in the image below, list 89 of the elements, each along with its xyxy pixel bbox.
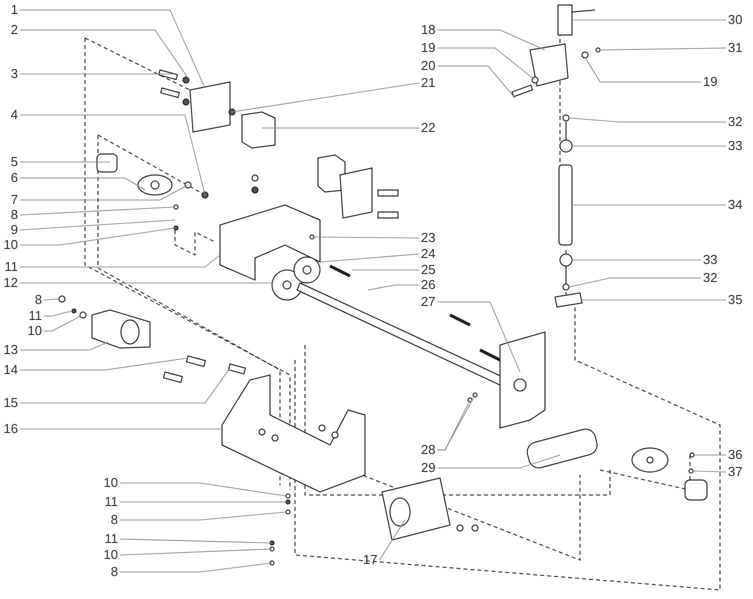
leader-line bbox=[20, 184, 188, 200]
callout-number: 16 bbox=[4, 422, 18, 436]
callout-number: 34 bbox=[728, 198, 742, 212]
callout-number: 33 bbox=[728, 139, 742, 153]
leader-line bbox=[320, 254, 420, 262]
leader-line bbox=[20, 358, 188, 370]
callout-number: 14 bbox=[4, 363, 18, 377]
callout-number: 30 bbox=[728, 13, 742, 27]
callout-number: 8 bbox=[10, 208, 18, 222]
leader-line bbox=[20, 10, 206, 88]
leader-line bbox=[379, 520, 406, 560]
leader-line bbox=[20, 428, 222, 430]
leader-line bbox=[437, 454, 560, 468]
leader-line bbox=[568, 118, 726, 122]
callout-number: 35 bbox=[728, 293, 742, 307]
callout-number: 10 bbox=[4, 238, 18, 252]
callout-number: 27 bbox=[421, 295, 436, 309]
callout-number: 32 bbox=[728, 115, 742, 129]
callout-number: 7 bbox=[10, 193, 18, 207]
callout-number: 17 bbox=[363, 553, 378, 567]
leader-line bbox=[368, 284, 420, 290]
callout-number: 31 bbox=[728, 41, 742, 55]
callout-number: 19 bbox=[703, 75, 718, 89]
leader-line bbox=[437, 400, 470, 450]
callout-number: 8 bbox=[110, 565, 118, 579]
leader-line bbox=[600, 48, 726, 50]
leader-line bbox=[44, 316, 82, 332]
leader-line bbox=[20, 114, 206, 196]
leader-line bbox=[120, 512, 286, 520]
leader-line bbox=[232, 82, 420, 112]
leader-line bbox=[572, 204, 726, 206]
callout-number: 20 bbox=[421, 59, 436, 73]
callout-number: 29 bbox=[421, 461, 436, 475]
leader-line bbox=[312, 236, 420, 238]
leader-line bbox=[20, 342, 108, 350]
leader-line bbox=[20, 368, 230, 404]
callout-number: 12 bbox=[4, 276, 18, 290]
leader-line bbox=[20, 228, 176, 246]
callout-number: 10 bbox=[104, 476, 118, 490]
callout-number: 19 bbox=[421, 41, 436, 55]
callout-number: 25 bbox=[421, 263, 436, 277]
leader-line bbox=[568, 278, 702, 288]
leader-line bbox=[20, 30, 188, 78]
leader-line bbox=[692, 470, 726, 472]
callout-number: 11 bbox=[104, 532, 118, 546]
leader-line bbox=[437, 48, 536, 80]
callout-number: 8 bbox=[110, 513, 118, 527]
leader-line bbox=[437, 66, 516, 98]
leader-line bbox=[20, 178, 146, 190]
leader-line bbox=[20, 220, 176, 230]
callout-number: 8 bbox=[34, 293, 42, 307]
callout-number: 26 bbox=[421, 278, 436, 292]
callout-number: 23 bbox=[421, 231, 436, 245]
leader-line bbox=[44, 298, 60, 300]
leader-line bbox=[120, 538, 272, 544]
callout-number: 22 bbox=[421, 121, 436, 135]
leader-line bbox=[437, 302, 520, 372]
leader-line bbox=[120, 562, 272, 572]
leader-line bbox=[20, 282, 272, 284]
callout-number: 28 bbox=[421, 443, 436, 457]
leader-line bbox=[120, 548, 272, 556]
leader-line bbox=[694, 454, 726, 456]
callout-number: 18 bbox=[421, 23, 436, 37]
callout-number: 33 bbox=[703, 253, 718, 267]
callout-number: 10 bbox=[104, 548, 118, 562]
leader-line bbox=[20, 206, 176, 216]
callout-number: 15 bbox=[4, 396, 18, 410]
callout-number: 21 bbox=[421, 76, 436, 90]
callout-number: 13 bbox=[4, 343, 18, 357]
leader-line bbox=[120, 482, 286, 496]
callout-number: 11 bbox=[28, 309, 42, 323]
callout-number: 11 bbox=[4, 260, 18, 274]
callout-number: 5 bbox=[10, 155, 18, 169]
callout-number: 9 bbox=[10, 223, 18, 237]
callout-number: 2 bbox=[10, 23, 18, 37]
callout-number: 11 bbox=[104, 495, 118, 509]
leader-line bbox=[437, 30, 546, 50]
callout-number: 37 bbox=[728, 465, 742, 479]
callout-number: 6 bbox=[10, 171, 18, 185]
callout-number: 10 bbox=[28, 324, 42, 338]
callout-number: 32 bbox=[703, 271, 718, 285]
callout-number: 3 bbox=[10, 67, 18, 81]
callout-number: 1 bbox=[10, 3, 18, 17]
callout-number: 4 bbox=[10, 108, 18, 122]
leader-line bbox=[44, 310, 72, 316]
leader-line bbox=[20, 254, 220, 268]
leader-line bbox=[584, 56, 702, 82]
callout-number: 36 bbox=[728, 448, 742, 462]
callout-number: 24 bbox=[421, 247, 436, 261]
